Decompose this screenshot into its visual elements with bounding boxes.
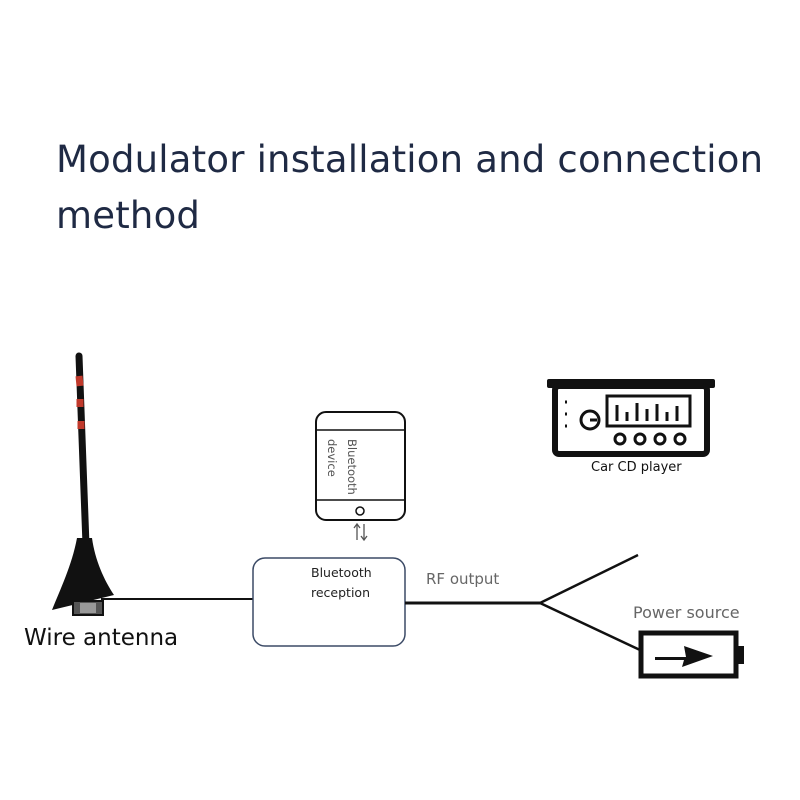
rf-output-cable <box>405 553 641 652</box>
wire-antenna-label: Wire antenna <box>24 625 179 651</box>
car-cd-player-label: Car CD player <box>591 460 682 475</box>
battery-bolt-icon <box>638 630 744 679</box>
rf-output-label: RF output <box>426 570 500 588</box>
bluetooth-reception-label: Bluetooth reception <box>311 565 372 600</box>
power-source-label: Power source <box>633 603 740 622</box>
phone-icon <box>315 411 406 521</box>
exchange-arrows-icon <box>353 522 368 542</box>
bluetooth-device-label: Bluetooth device <box>325 439 359 495</box>
antenna-icon <box>52 352 254 616</box>
page-title: Modulator installation and connection me… <box>56 138 764 237</box>
car-radio-icon <box>547 379 715 457</box>
